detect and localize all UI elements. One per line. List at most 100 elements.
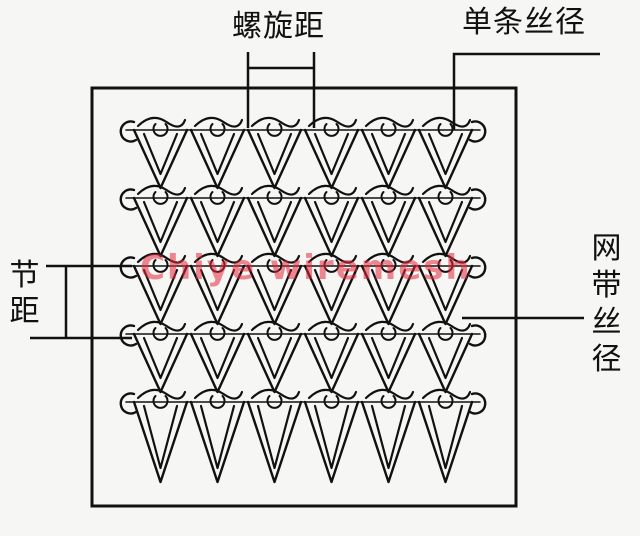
spiral-hook (307, 388, 358, 400)
spiral-wire-outer (360, 332, 417, 394)
spiral-hook (421, 320, 472, 332)
rod-loop (323, 395, 340, 409)
spiral-wire-outer (246, 128, 303, 190)
spiral-hook (136, 116, 187, 128)
spiral-hook (364, 184, 415, 196)
spiral-wire-inner (427, 200, 464, 244)
spiral-wire-inner (370, 336, 407, 380)
spiral-pitch-dimension (246, 52, 316, 128)
spiral-wire-inner (313, 268, 350, 312)
spiral-wire-outer (132, 332, 189, 394)
spiral-hook (193, 388, 244, 400)
spiral-wire-outer (246, 332, 303, 394)
rod-loop (266, 259, 283, 273)
rod-loop (266, 123, 283, 137)
spiral-wire-inner (370, 268, 407, 312)
rod-loop (209, 259, 226, 273)
spiral-hook (250, 252, 301, 264)
spiral-wire-inner (142, 336, 179, 380)
rod-loop (323, 259, 340, 273)
spiral-wire-outer (360, 128, 417, 190)
spiral-wire-outer (246, 400, 303, 484)
spiral-wire-inner (370, 404, 407, 470)
spiral-wire-outer (417, 400, 474, 484)
edge-loop-right (468, 324, 487, 347)
rod-loop (437, 259, 454, 273)
spiral-wire-inner (142, 268, 179, 312)
spiral-hook (307, 184, 358, 196)
spiral-wire-outer (189, 400, 246, 484)
edge-loop-left (119, 120, 138, 143)
rod-loop (152, 123, 169, 137)
rod-loop (437, 123, 454, 137)
edge-loop-right (468, 120, 487, 143)
spiral-hook (250, 388, 301, 400)
spiral-hook (250, 320, 301, 332)
rod-loop (380, 327, 397, 341)
rod-loop (323, 191, 340, 205)
edge-loop-left (119, 324, 138, 347)
rod-loop (380, 395, 397, 409)
spiral-wire-inner (313, 132, 350, 176)
rod-loop (437, 191, 454, 205)
spiral-wire-outer (417, 128, 474, 190)
spiral-hook (421, 252, 472, 264)
spiral-hook (307, 320, 358, 332)
spiral-hook (136, 320, 187, 332)
spiral-hook (307, 252, 358, 264)
spiral-wire-inner (142, 404, 179, 470)
rod-loop (152, 259, 169, 273)
spiral-pitch-label: 螺旋距 (232, 9, 325, 44)
spiral-wire-inner (256, 268, 293, 312)
spiral-hook (193, 184, 244, 196)
spiral-wire-outer (417, 332, 474, 394)
spiral-wire-inner (142, 200, 179, 244)
spiral-wire-inner (256, 200, 293, 244)
pitch-dimension (30, 264, 132, 340)
spiral-wire-inner (256, 336, 293, 380)
spiral-wire-inner (427, 268, 464, 312)
edge-loop-right (468, 392, 487, 415)
rod-loop (437, 395, 454, 409)
spiral-hook (193, 320, 244, 332)
spiral-wire-inner (313, 336, 350, 380)
spiral-wire-inner (199, 336, 236, 380)
spiral-wire-inner (370, 200, 407, 244)
rod-loop (266, 191, 283, 205)
spiral-hook (193, 252, 244, 264)
rod-loop (152, 191, 169, 205)
spiral-wire-outer (303, 332, 360, 394)
rod-loop (209, 123, 226, 137)
spiral-hook (364, 116, 415, 128)
spiral-hook (364, 252, 415, 264)
spiral-wire-outer (303, 128, 360, 190)
spiral-hook (136, 252, 187, 264)
mesh-frame (90, 86, 518, 508)
rod-loop (209, 327, 226, 341)
spiral-hook (421, 116, 472, 128)
spiral-wire-inner (199, 200, 236, 244)
spiral-hook (136, 184, 187, 196)
watermark-text: Chiye wiremesh (140, 248, 472, 288)
spiral-wire-inner (313, 200, 350, 244)
rod-loop (209, 395, 226, 409)
rod-loop (380, 191, 397, 205)
spiral-wire-outer (132, 400, 189, 484)
rod-loop (323, 123, 340, 137)
rod-loop (266, 327, 283, 341)
spiral-hook (250, 116, 301, 128)
spiral-wire-inner (199, 132, 236, 176)
spiral-hook (193, 116, 244, 128)
spiral-hook (136, 388, 187, 400)
rod-loop (152, 327, 169, 341)
rod-loop (323, 327, 340, 341)
spiral-wire-inner (427, 132, 464, 176)
spiral-hook (307, 116, 358, 128)
rod-loop (266, 395, 283, 409)
edge-loop-left (119, 256, 138, 279)
spiral-wire-inner (256, 404, 293, 470)
spiral-wire-outer (189, 332, 246, 394)
spiral-wire-inner (199, 404, 236, 470)
